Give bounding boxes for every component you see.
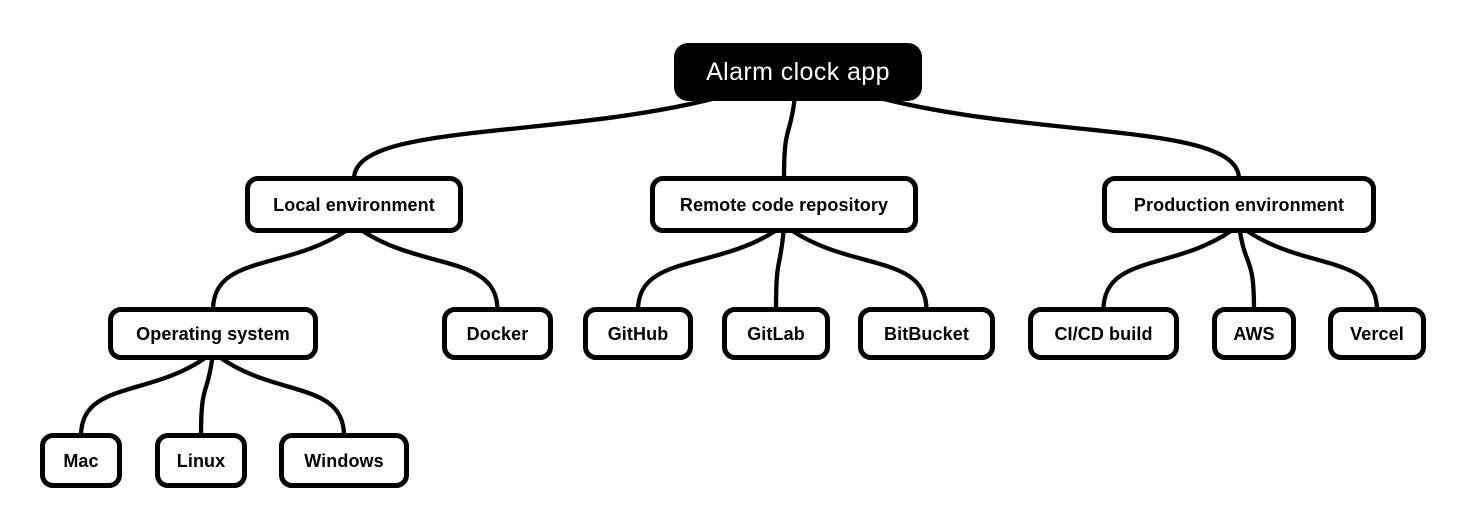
node-linux[interactable]: Linux	[155, 433, 247, 488]
edge-root-remote_repo	[781, 96, 797, 182]
edge-local_env-docker	[360, 228, 500, 313]
edge-remote_repo-gitlab	[773, 228, 786, 313]
node-mac[interactable]: Mac	[40, 433, 122, 488]
node-production-environment[interactable]: Production environment	[1102, 176, 1376, 233]
node-bitbucket[interactable]: BitBucket	[858, 307, 995, 360]
edge-remote_repo-github	[635, 228, 778, 313]
edge-local_env-operating_system	[210, 228, 348, 313]
edge-prod_env-cicd_build	[1101, 228, 1234, 313]
node-remote-code-repository[interactable]: Remote code repository	[650, 176, 918, 233]
edge-operating_system-mac	[78, 355, 208, 439]
edge-remote_repo-bitbucket	[790, 228, 929, 313]
edge-prod_env-vercel	[1245, 228, 1380, 313]
edge-operating_system-windows	[218, 355, 347, 439]
node-operating-system[interactable]: Operating system	[108, 307, 318, 360]
node-cicd-build[interactable]: CI/CD build	[1028, 307, 1179, 360]
node-windows[interactable]: Windows	[279, 433, 409, 488]
node-github[interactable]: GitHub	[583, 307, 693, 360]
node-gitlab[interactable]: GitLab	[722, 307, 830, 360]
node-docker[interactable]: Docker	[442, 307, 553, 360]
node-alarm-clock-app[interactable]: Alarm clock app	[674, 43, 922, 101]
edge-root-local_env	[351, 96, 715, 182]
node-local-environment[interactable]: Local environment	[245, 176, 463, 233]
node-aws[interactable]: AWS	[1212, 307, 1296, 360]
node-vercel[interactable]: Vercel	[1328, 307, 1426, 360]
edge-root-prod_env	[881, 96, 1242, 182]
edge-operating_system-linux	[198, 355, 215, 439]
edge-prod_env-aws	[1237, 228, 1257, 313]
